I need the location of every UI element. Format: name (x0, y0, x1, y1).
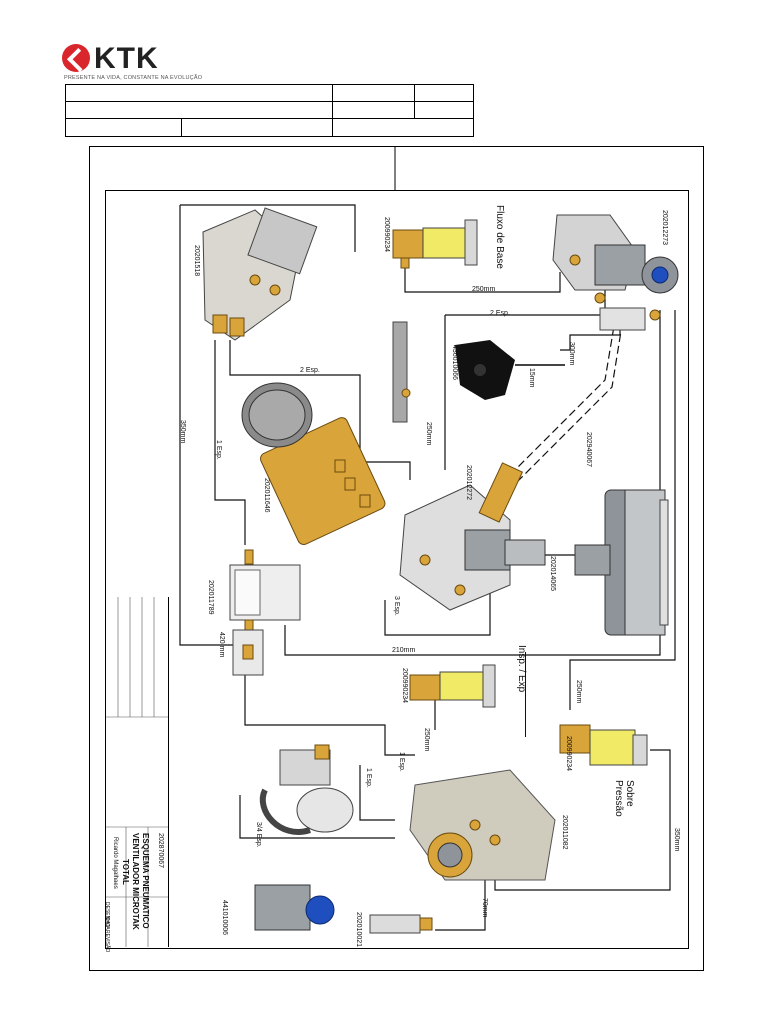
part-number-202011789: 202011789 (207, 580, 214, 615)
pipe-250mm-right (569, 310, 676, 710)
pipe-top-left (180, 204, 356, 252)
solenoid-valve-sobre-pressao (559, 724, 648, 766)
pipe-250mm-mid (365, 461, 411, 480)
hose-label-15mm: 15mm (528, 368, 535, 388)
drawn-by: Ricardo Magalhaes (112, 837, 118, 889)
hose-label-250mm-bottom: 250mm (423, 728, 430, 752)
valve-block-202012273 (552, 214, 679, 331)
sensor-202011789 (229, 549, 301, 676)
disc-202014065 (574, 489, 669, 636)
brand-name: KTK (94, 42, 159, 75)
hose-label-250mm-mid: 250mm (425, 422, 432, 446)
label-insp-exp: Insp. / Exp (516, 645, 527, 693)
pipe-2esp-top (445, 290, 606, 316)
black-fitting-436010066 (455, 340, 565, 400)
housing-202011082 (409, 769, 556, 881)
part-number-441010006: 441010006 (221, 900, 228, 936)
form-col-divider (414, 85, 415, 118)
ktk-logo: KTK PRESENTE NA VIDA, CONSTANTE NA EVOLU… (62, 42, 202, 86)
hose-label-350mm-right: 350mm (673, 828, 680, 852)
label-sobre-pressao: Sobre Pressão (613, 780, 635, 817)
pipe-3esp (384, 590, 491, 636)
mounting-plate (392, 321, 408, 423)
pipe-70mm (435, 870, 486, 931)
pipe-250mm-top (404, 258, 561, 293)
hose-label-250mm-right: 250mm (575, 680, 582, 704)
valve-block-202012272 (399, 462, 546, 611)
pipe-350mm-left (179, 205, 240, 646)
hose-label-350mm-left: 350mm (179, 420, 186, 444)
hose-label-210mm: 210mm (392, 647, 416, 654)
frame-connector (394, 146, 396, 190)
regulator-20201518 (202, 207, 318, 341)
solenoid-valve-insp-exp (409, 664, 496, 708)
hose-label-3esp: 3 Esp. (393, 596, 400, 616)
tb-label-revisao: REVISÃO (104, 930, 110, 953)
hose-dashed-2 (516, 324, 623, 483)
part-number-20201518: 20201518 (193, 245, 200, 277)
header-form-table (65, 84, 474, 137)
brand-tagline: PRESENTE NA VIDA, CONSTANTE NA EVOLUÇÃO (64, 75, 203, 81)
hose-label-2esp-top: 2 Esp. (490, 310, 510, 317)
part-number-202012273: 202012273 (661, 210, 668, 246)
part-number-202014065: 202014065 (549, 556, 556, 592)
filter-202010021 (369, 914, 433, 934)
title-line-3: TOTAL (121, 859, 130, 885)
title-block: ESQUEMA PNEUMATICO VENTILADOR MICROTAK T… (104, 597, 169, 952)
pipe-1esp (214, 340, 246, 545)
pipe-2esp (229, 340, 361, 462)
hose-label-70mm: 70mm (481, 898, 488, 918)
title-block-grid (106, 597, 168, 947)
part-number-202011646: 202011646 (263, 478, 270, 513)
pipe-1esp-b (359, 765, 395, 821)
tb-label-data: DATA (104, 917, 110, 930)
hose-label-420mm: 420 mm (218, 632, 225, 658)
part-number-436010066: 436010066 (451, 345, 458, 381)
part-number-202012272: 202012272 (465, 465, 472, 501)
schematic-drawing (105, 190, 689, 949)
form-col-divider (181, 118, 182, 136)
pneumatic-schematic (179, 204, 679, 934)
ktk-logo-mark-icon (62, 44, 90, 72)
label-fluxo-de-base: Fluxo de Base (494, 205, 505, 269)
title-line-1: ESQUEMA PNEUMATICO (141, 833, 150, 929)
hose-label-1esp-c: 1 Esp. (365, 768, 372, 788)
part-number-202011082: 202011082 (561, 815, 568, 850)
part-number-202940067: 202940067 (585, 432, 592, 468)
solenoid-valve-fluxo (392, 219, 478, 269)
pipe-210mm (284, 310, 661, 656)
form-row-divider (66, 118, 473, 119)
part-number-200990234-bottom: 200990234 (565, 736, 572, 772)
part-number-202010021: 202010021 (355, 912, 362, 948)
pipe-left-bottom (244, 675, 415, 756)
form-row-divider (66, 101, 473, 102)
pressure-regulator-left (259, 744, 354, 835)
cylinder-202011646 (241, 382, 386, 545)
form-col-divider (332, 85, 333, 136)
drawing-frame (89, 146, 704, 971)
pipe-3-4esp (239, 795, 395, 839)
title-line-2: VENTILADOR MICROTAK (131, 833, 140, 930)
hose-label-2esp-mid: 2 Esp. (300, 367, 320, 374)
drawing-number: 202870067 (157, 833, 164, 869)
hose-label-250mm-top: 250mm (472, 286, 496, 293)
hose-label-1esp-b: 1 Esp. (398, 752, 405, 772)
hose-dashed-1 (509, 319, 616, 476)
hose-label-1esp: 1 Esp. (215, 440, 222, 460)
sensor-441010006 (254, 884, 335, 931)
hose-label-3-4esp: 3/4 Esp. (255, 822, 262, 848)
part-number-200990234-top: 200990234 (383, 217, 390, 253)
part-number-200990234-mid: 200990234 (401, 668, 408, 704)
hose-label-300mm: 300mm (568, 342, 575, 366)
